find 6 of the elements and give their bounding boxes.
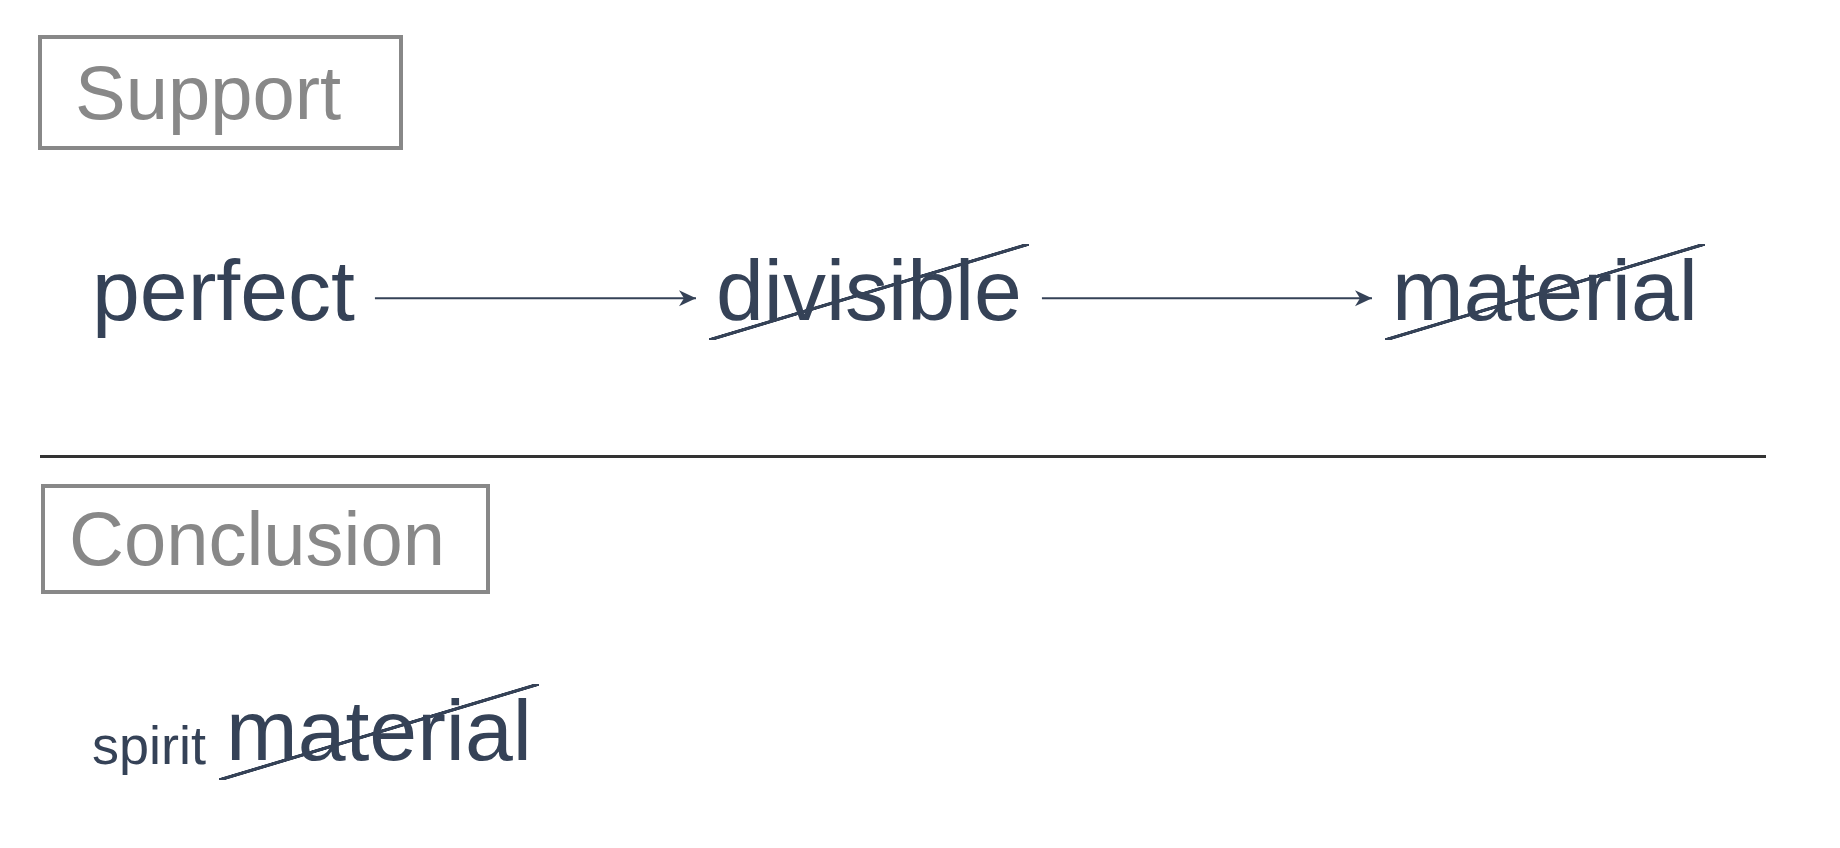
term-text: perfect bbox=[72, 241, 375, 340]
arrow bbox=[1040, 290, 1373, 307]
arrow bbox=[373, 290, 697, 307]
section-heading-box: Support bbox=[38, 35, 403, 150]
section-heading-box: Conclusion bbox=[41, 484, 490, 594]
term-text: spirit bbox=[90, 714, 208, 777]
